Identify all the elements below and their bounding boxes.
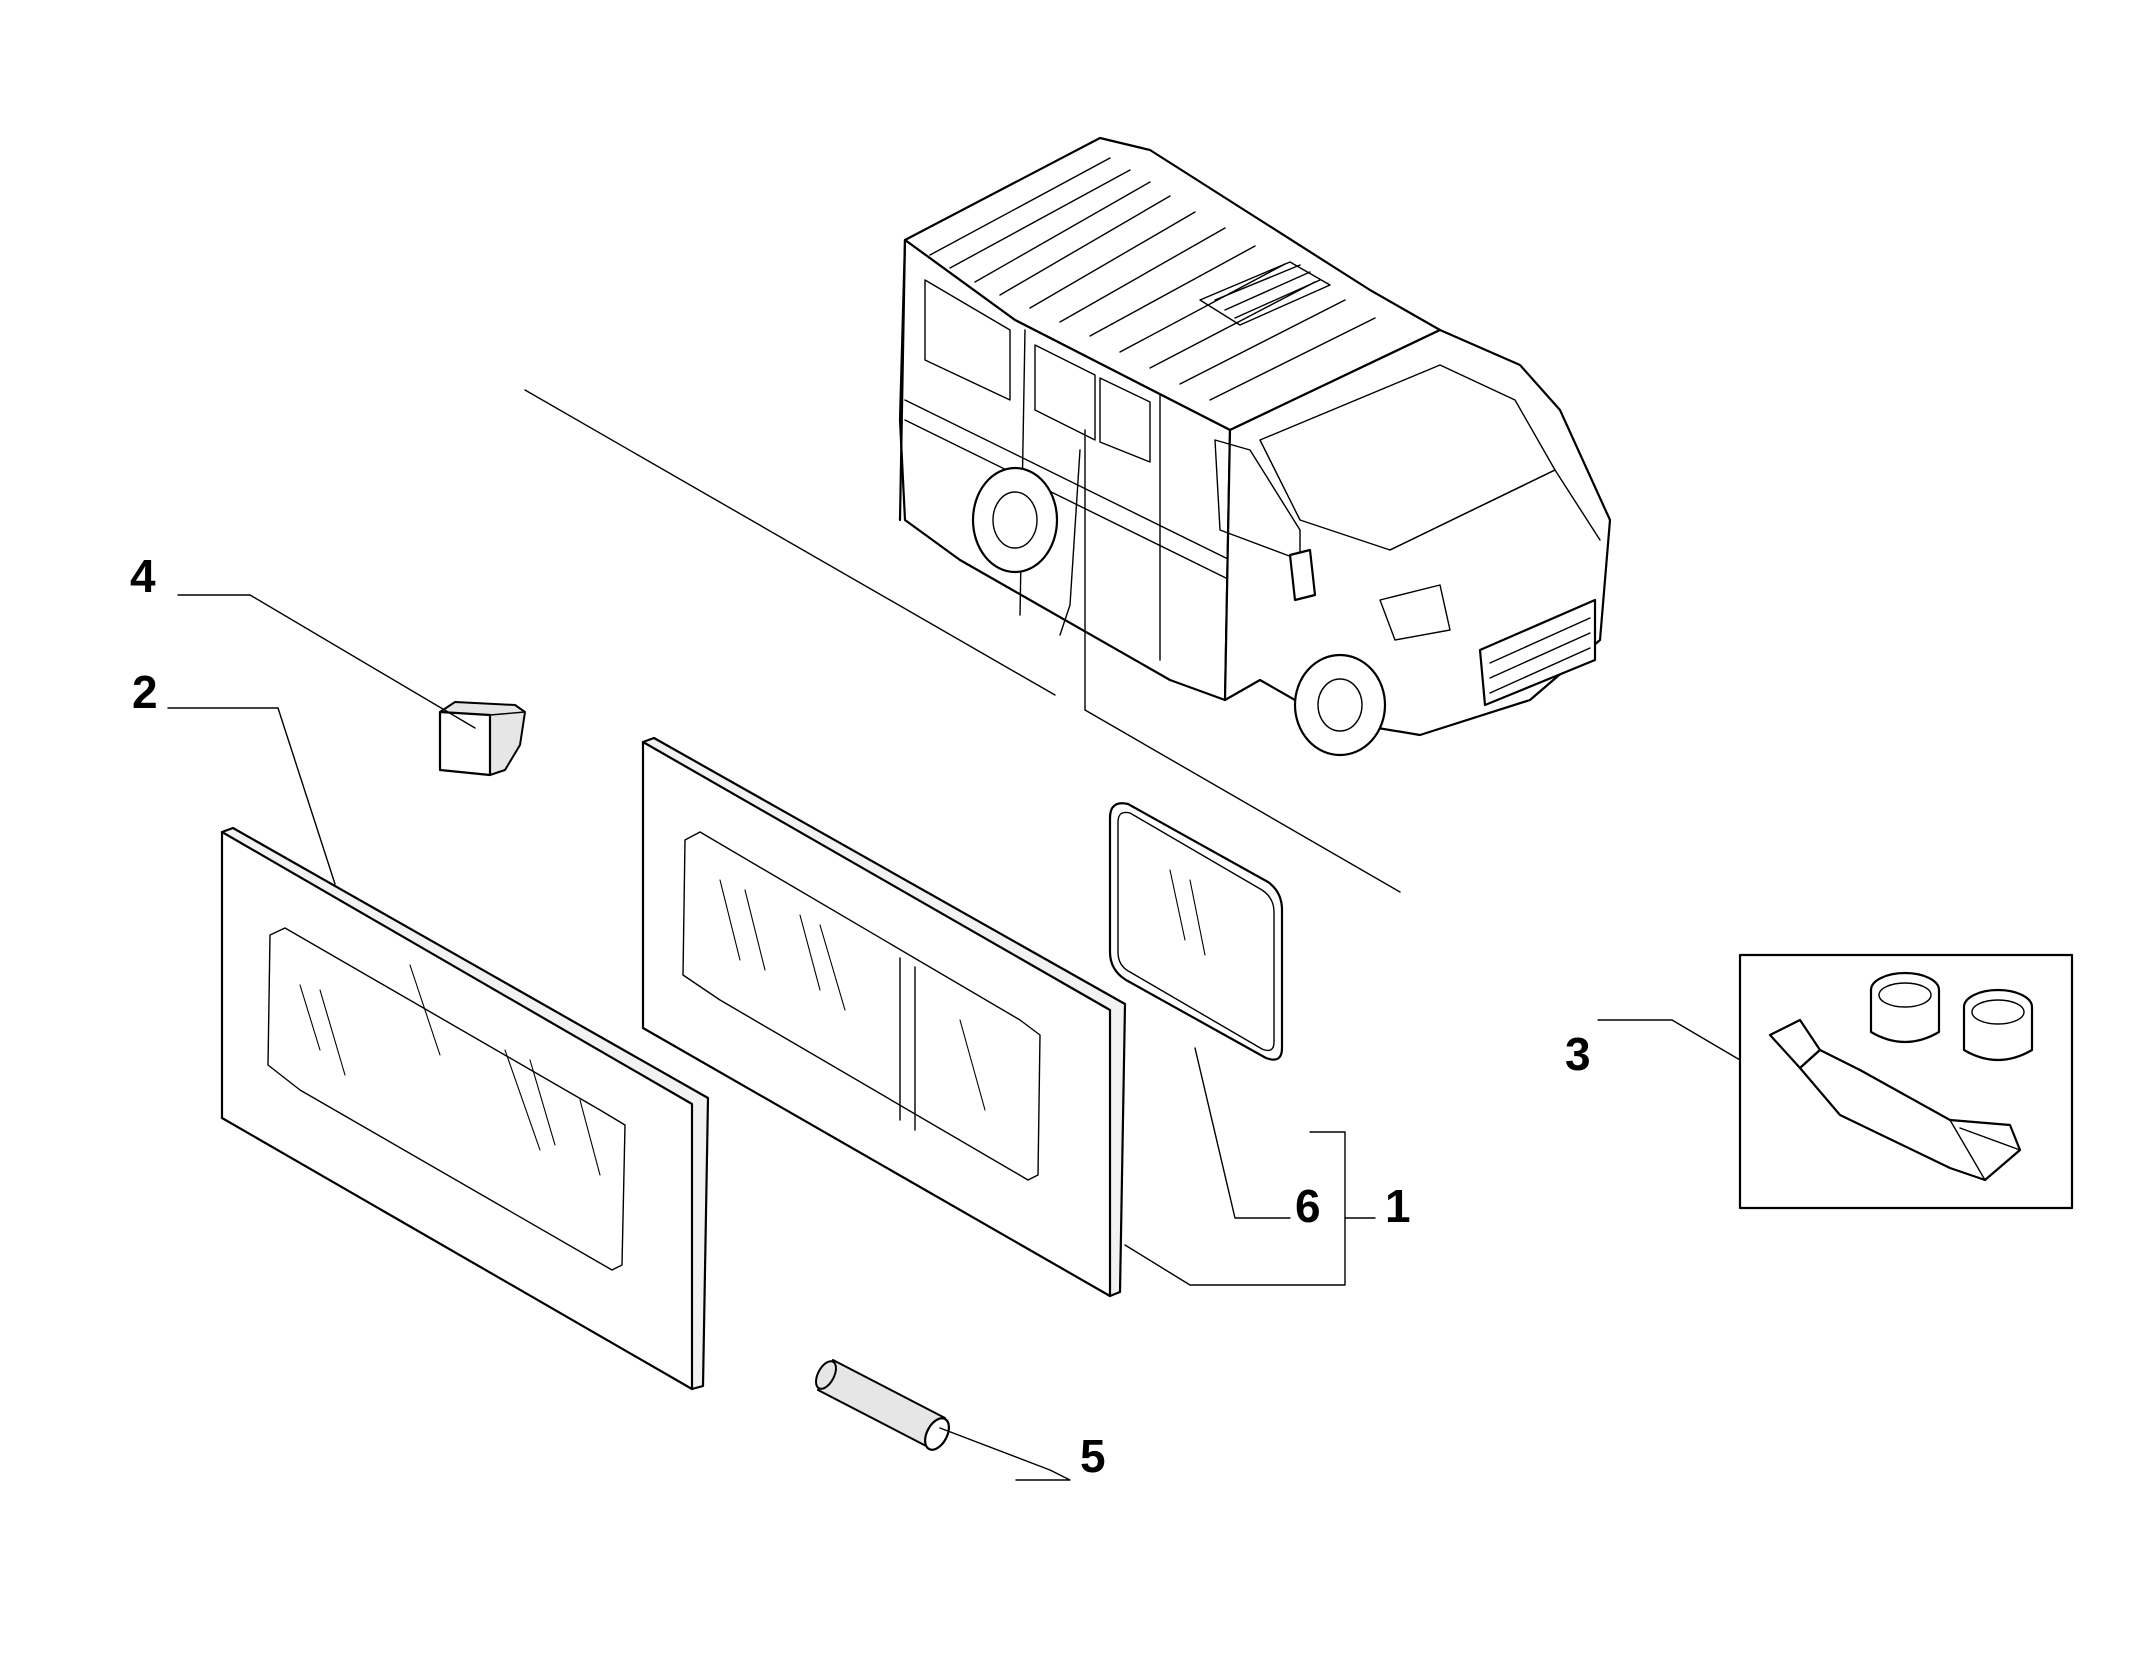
- part-5-seal: [815, 1359, 951, 1451]
- part-4-clip: [438, 701, 526, 777]
- van-illustration: [898, 136, 1612, 757]
- part-1-door-window: [641, 736, 1127, 1298]
- callout-3: 3: [1565, 1028, 1591, 1080]
- callout-5: 5: [1080, 1430, 1106, 1482]
- callout-4: 4: [130, 550, 156, 602]
- guide-line-lower: [1084, 709, 1401, 893]
- leader-van-window-a: [1059, 449, 1081, 636]
- guide-line-upper: [524, 389, 1056, 696]
- part-2-large-window: [220, 826, 710, 1391]
- callout-2: 2: [132, 666, 158, 718]
- callout-leaders: [167, 594, 1741, 1481]
- callout-6: 6: [1295, 1180, 1321, 1232]
- callout-1: 1: [1385, 1180, 1411, 1232]
- part-6-small-window: [1108, 802, 1284, 1061]
- part-3-adhesive-kit: [1738, 953, 2074, 1210]
